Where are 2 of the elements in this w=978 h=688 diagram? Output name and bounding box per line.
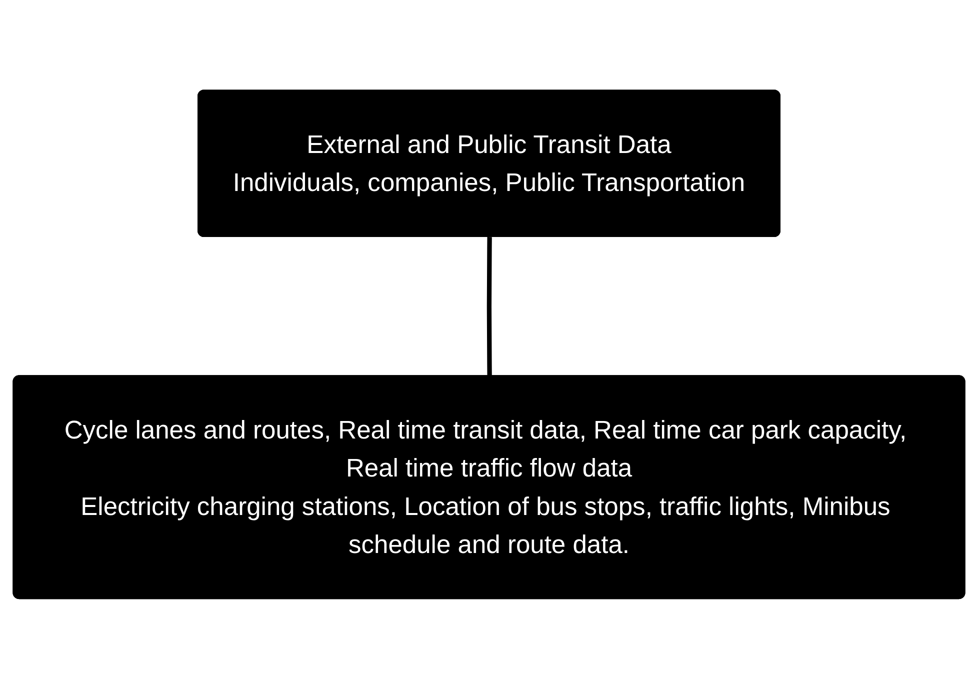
flowchart-drawing: External and Public Transit Data Individuals, companies, Public Transportation Cycle lanes and routes, Real time transit data, Real time car park capacity, Real time traffic flow data Electricity charging stations, Location of bus stops, traffic lights, Minibus schedule and route data. (4, 80, 974, 608)
connector (486, 236, 492, 376)
